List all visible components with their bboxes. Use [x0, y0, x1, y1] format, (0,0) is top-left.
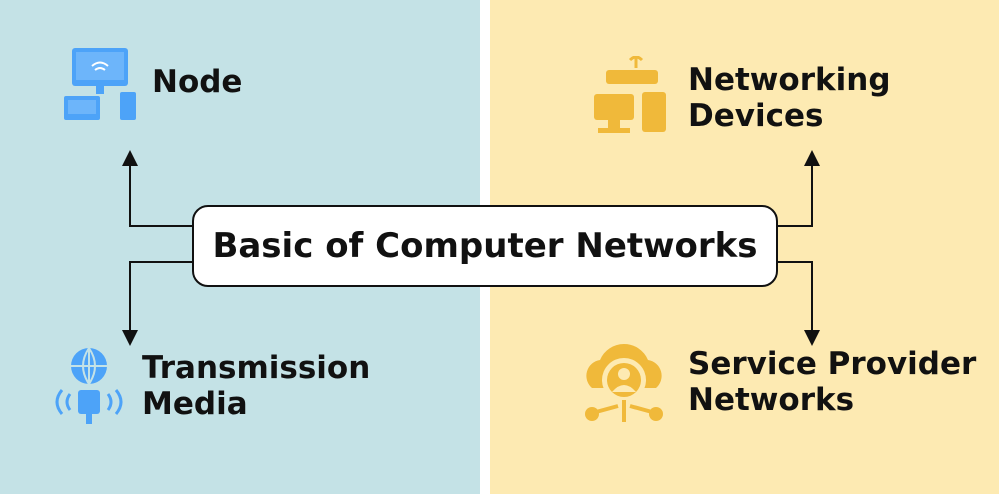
- arrow-transmission: [122, 261, 194, 346]
- arrow-node: [122, 150, 194, 227]
- cloud-user-icon: [585, 344, 663, 422]
- devices-icon: [64, 48, 136, 120]
- arrow-networking: [776, 150, 820, 227]
- globe-satellite-icon: [55, 347, 123, 424]
- router-icon: [594, 56, 666, 133]
- node-label: Node: [152, 64, 243, 100]
- central-title: Basic of Computer Networks: [192, 205, 778, 287]
- arrow-service: [776, 261, 820, 346]
